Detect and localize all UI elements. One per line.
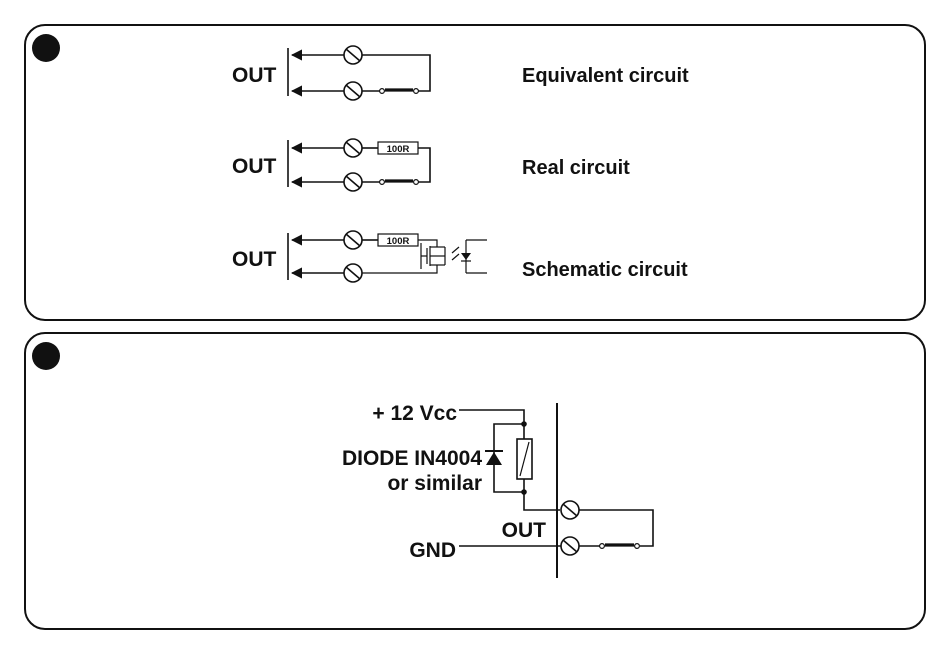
- terminal-screw-icon: [344, 46, 362, 64]
- terminal-screw-icon: [344, 82, 362, 100]
- diode-label: DIODE IN4004: [342, 447, 482, 470]
- bullet-icon: [32, 342, 60, 370]
- resistor-icon: 100R: [378, 234, 418, 247]
- circuit-caption: Equivalent circuit: [522, 65, 689, 87]
- switch-contact-icon: [600, 544, 640, 549]
- panel-wiring-example: + 12 Vcc DIODE IN4004 or similar OUT GND: [25, 333, 925, 629]
- terminal-screw-icon: [561, 537, 579, 555]
- real-circuit: OUT 100R Real circuit: [232, 139, 630, 191]
- diode-icon: [485, 451, 503, 465]
- wire: [579, 510, 653, 546]
- out-label: OUT: [232, 155, 277, 178]
- out-label: OUT: [232, 248, 277, 271]
- switch-contact-icon: [380, 180, 419, 185]
- resistor-label: 100R: [387, 144, 410, 155]
- out-label: OUT: [502, 519, 547, 542]
- out-label: OUT: [232, 64, 277, 87]
- relay-coil-icon: [517, 439, 532, 479]
- gnd-label: GND: [409, 539, 456, 562]
- solid-state-relay-icon: [421, 240, 487, 273]
- circuit-caption: Schematic circuit: [522, 259, 688, 281]
- bullet-icon: [32, 34, 60, 62]
- resistor-icon: 100R: [378, 142, 418, 155]
- panel-border: [25, 25, 925, 320]
- wire: [362, 55, 430, 91]
- panel-circuit-types: OUT Equivalent circuit OUT: [25, 25, 925, 320]
- terminal-screw-icon: [344, 231, 362, 249]
- terminal-screw-icon: [344, 173, 362, 191]
- supply-label: + 12 Vcc: [372, 402, 457, 425]
- terminal-screw-icon: [561, 501, 579, 519]
- supply-wire: [459, 410, 524, 424]
- wire: [524, 492, 560, 510]
- wire: [494, 424, 524, 492]
- diode-label-sub: or similar: [387, 472, 482, 495]
- switch-contact-icon: [380, 89, 419, 94]
- terminal-screw-icon: [344, 264, 362, 282]
- terminal-screw-icon: [344, 139, 362, 157]
- schematic-circuit: OUT 100R: [232, 231, 688, 282]
- wire: [362, 265, 437, 273]
- resistor-label: 100R: [387, 236, 410, 247]
- equivalent-circuit: OUT Equivalent circuit: [232, 46, 689, 100]
- wire: [418, 148, 430, 182]
- circuit-caption: Real circuit: [522, 157, 630, 179]
